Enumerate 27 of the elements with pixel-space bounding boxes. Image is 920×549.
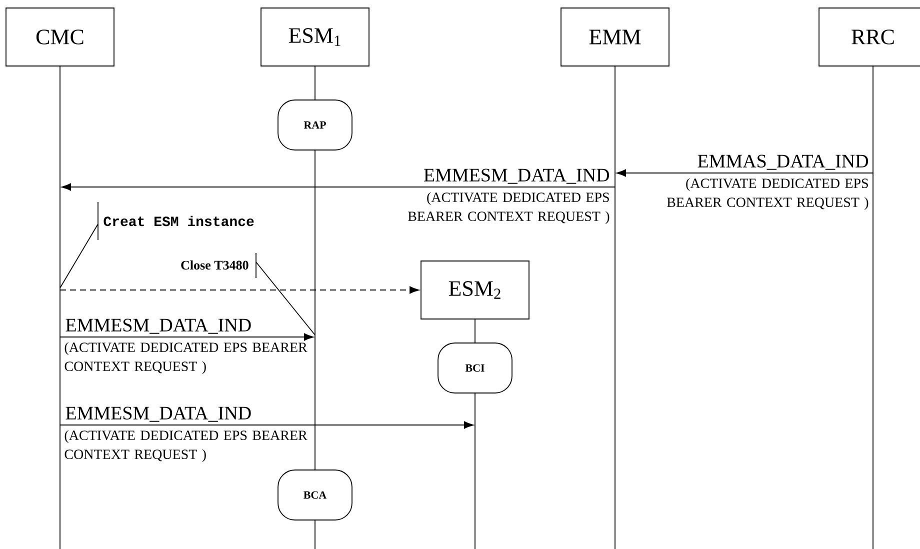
lifeline-box: EMM bbox=[560, 8, 670, 66]
lifeline bbox=[474, 393, 476, 549]
leader-line bbox=[60, 202, 98, 288]
lifeline bbox=[314, 520, 316, 549]
message-arrow bbox=[60, 286, 420, 294]
message-parameter: (ACTIVATE DEDICATED EPS BEARER CONTEXT REQUEST ) bbox=[408, 192, 610, 224]
message-label: EMMAS_DATA_IND bbox=[698, 154, 868, 170]
message-arrow bbox=[616, 169, 874, 177]
lifeline bbox=[474, 319, 476, 343]
message-label: EMMESM_DATA_IND bbox=[66, 318, 251, 334]
lifeline-box: ESM$_{1}$ bbox=[260, 8, 370, 66]
note-text: Creat ESM instance bbox=[104, 216, 254, 226]
message-arrow bbox=[60, 421, 474, 429]
message-parameter: (ACTIVATE DEDICATED EPS BEARER CONTEXT REQUEST ) bbox=[667, 178, 868, 210]
lifeline-box: CMC bbox=[6, 8, 114, 66]
lifeline bbox=[314, 66, 316, 100]
message-arrow bbox=[61, 183, 616, 191]
message-label: EMMESM_DATA_IND bbox=[424, 168, 610, 184]
message-parameter: (ACTIVATE DEDICATED EPS BEARER CONTEXT REQUEST ) bbox=[64, 430, 308, 462]
note-text: Close T3480 bbox=[181, 260, 248, 270]
message-arrow bbox=[60, 333, 314, 341]
message-parameter: (ACTIVATE DEDICATED EPS BEARER CONTEXT REQUEST ) bbox=[64, 342, 308, 374]
leader-line bbox=[256, 252, 316, 336]
lifeline-box: ESM$_{2}$ bbox=[420, 260, 530, 320]
message-label: EMMESM_DATA_IND bbox=[66, 406, 251, 422]
lifeline bbox=[872, 66, 874, 549]
lifeline-box: RRC bbox=[818, 8, 920, 66]
